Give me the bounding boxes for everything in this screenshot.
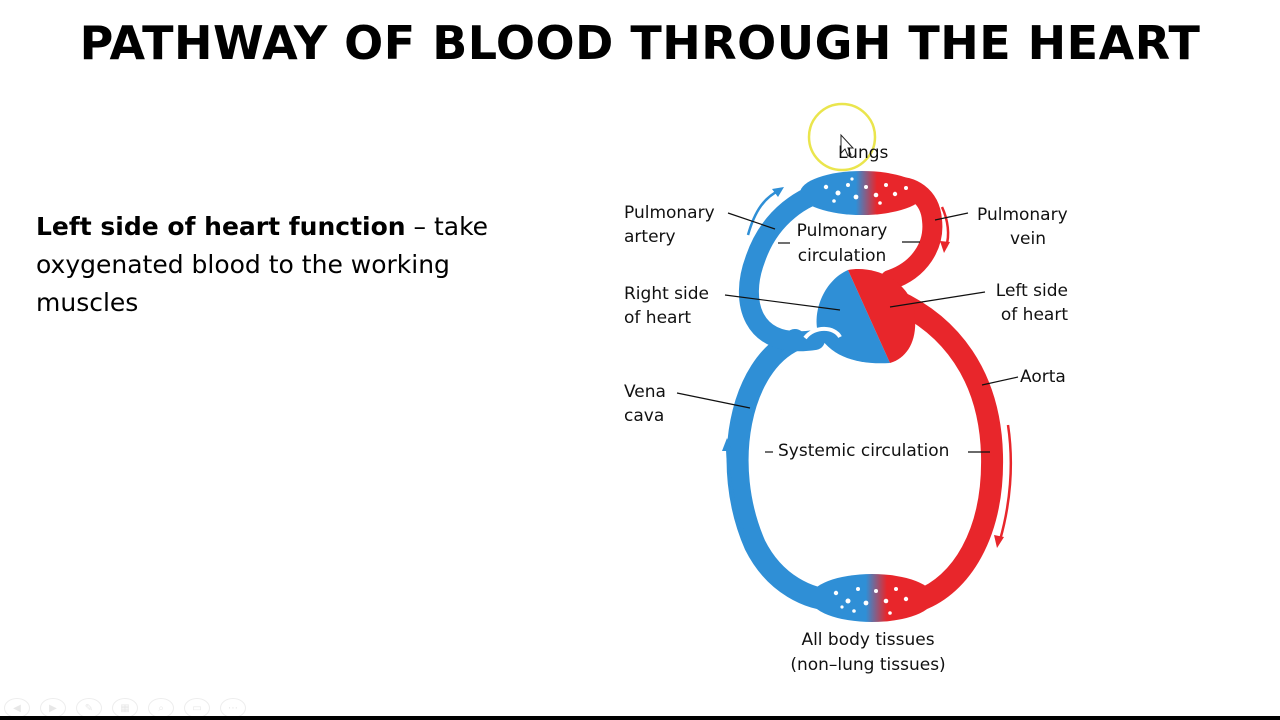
label-systemic-circulation: Systemic circulation bbox=[778, 441, 950, 461]
lung-capillary-dots bbox=[823, 177, 908, 205]
circulation-diagram-graphic bbox=[676, 102, 1019, 622]
more-icon[interactable]: ⋯ bbox=[220, 698, 246, 718]
pointer-highlight-ring bbox=[807, 102, 877, 172]
label-body-tissues-line2: (non–lung tissues) bbox=[790, 655, 946, 675]
vena-cava-vessel bbox=[726, 329, 846, 611]
subtitle-icon[interactable]: ▭ bbox=[184, 698, 210, 718]
circulation-diagram: Lungs Pulmonary artery Pulmonary circula… bbox=[590, 95, 1110, 695]
body-text-bold: Left side of heart function bbox=[36, 212, 406, 241]
mouse-cursor-icon bbox=[840, 133, 855, 157]
label-pulmonary-circulation-line2: circulation bbox=[797, 246, 887, 266]
body-text-rest: – take oxygenated blood to the working m… bbox=[36, 212, 489, 317]
label-lungs: Lungs bbox=[838, 143, 889, 163]
label-pulmonary-vein-line2: vein bbox=[1010, 229, 1047, 249]
zoom-icon[interactable]: ⌕ bbox=[148, 698, 174, 718]
label-vena-cava-line1: Vena bbox=[624, 382, 666, 402]
slideshow-toolbar: ◀ ▶ ✎ ▦ ⌕ ▭ ⋯ bbox=[0, 698, 264, 718]
body-text: Left side of heart function – take oxyge… bbox=[36, 208, 506, 322]
flow-arrow-vena-cava bbox=[725, 444, 750, 544]
pen-icon[interactable]: ✎ bbox=[76, 698, 102, 718]
lung-capillary-bed bbox=[800, 171, 924, 215]
label-vena-cava-line2: cava bbox=[624, 406, 665, 426]
heart-right-side bbox=[816, 270, 890, 364]
label-right-side-line2: of heart bbox=[624, 308, 692, 328]
aorta-vessel bbox=[884, 289, 1004, 611]
tissue-capillary-bed bbox=[810, 574, 934, 622]
label-body-tissues-line1: All body tissues bbox=[801, 630, 935, 650]
flow-arrow-aorta bbox=[998, 424, 1013, 541]
pulmonary-artery-vessel bbox=[738, 180, 840, 352]
label-pulmonary-vein-line1: Pulmonary bbox=[977, 205, 1068, 225]
next-icon[interactable]: ▶ bbox=[40, 698, 66, 718]
label-right-side-line1: Right side bbox=[624, 284, 709, 304]
heart-left-side bbox=[848, 269, 916, 363]
label-aorta: Aorta bbox=[1020, 367, 1066, 387]
label-left-side-line2: of heart bbox=[1000, 305, 1068, 325]
label-left-side-line1: Left side bbox=[995, 281, 1068, 301]
slides-icon[interactable]: ▦ bbox=[112, 698, 138, 718]
prev-icon[interactable]: ◀ bbox=[4, 698, 30, 718]
flow-arrow-pulmonary-vein bbox=[940, 206, 950, 248]
label-pulmonary-circulation-line1: Pulmonary bbox=[796, 221, 888, 241]
bottom-rule bbox=[0, 716, 1280, 720]
slide-title: PATHWAY OF BLOOD THROUGH THE HEART bbox=[79, 16, 1201, 70]
tissue-capillary-dots bbox=[833, 587, 909, 615]
label-pulmonary-artery-line2: artery bbox=[624, 227, 676, 247]
label-pulmonary-artery-line1: Pulmonary bbox=[624, 203, 715, 223]
